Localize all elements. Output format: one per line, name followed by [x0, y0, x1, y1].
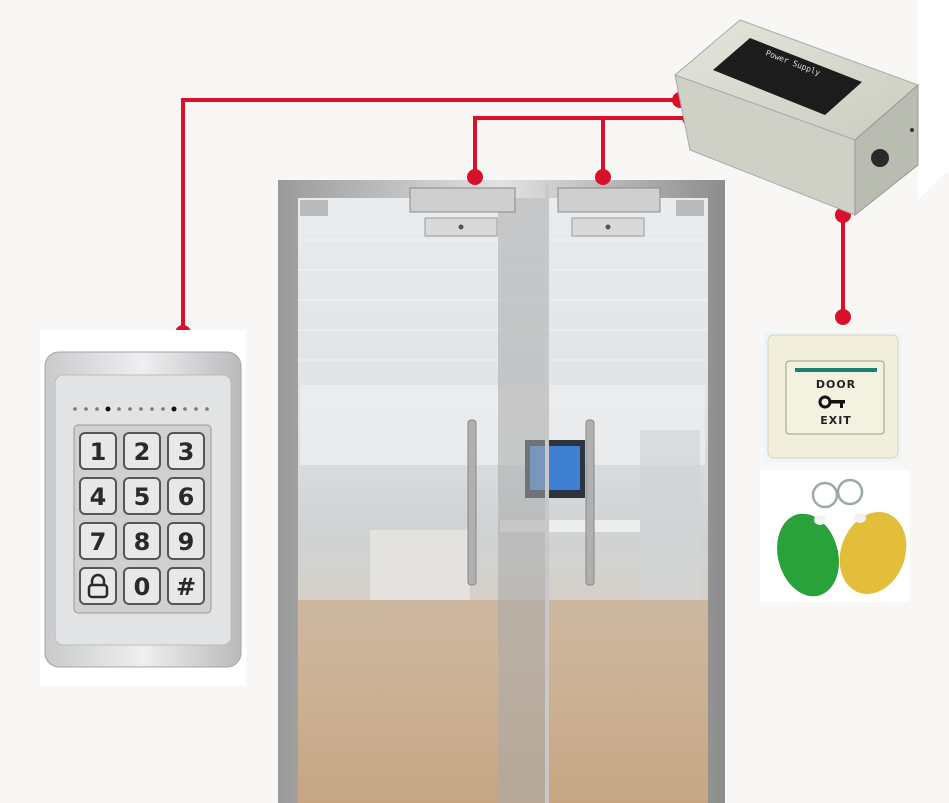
door-handle-right[interactable]	[585, 419, 595, 586]
keypad-key-3[interactable]: 3	[167, 432, 205, 470]
rfid-tag-green	[777, 513, 839, 597]
keypad-key-8[interactable]: 8	[123, 522, 161, 560]
keypad-key-label: 6	[178, 483, 195, 511]
office-chair	[640, 430, 700, 610]
glass-door	[278, 180, 725, 803]
rfid-tags	[760, 470, 910, 602]
speaker-holes	[73, 406, 209, 412]
keypad-key-5[interactable]: 5	[123, 477, 161, 515]
cable-port-icon	[871, 149, 889, 167]
magnetic-lock-right	[557, 187, 661, 237]
hinge-icon	[300, 200, 328, 216]
exit-button-top-label: DOOR	[816, 378, 856, 391]
keypad-key-label: 1	[90, 438, 107, 466]
keypad-key-7[interactable]: 7	[79, 522, 117, 560]
magnetic-lock-left	[409, 187, 516, 237]
keypad-key-1[interactable]: 1	[79, 432, 117, 470]
keypad-key-6[interactable]: 6	[167, 477, 205, 515]
keypad-key-label: 9	[178, 528, 195, 556]
rfid-tag-yellow	[839, 512, 907, 594]
desk	[370, 530, 470, 600]
keypad-key-label: #	[176, 573, 196, 601]
keypad-key-label: 3	[178, 438, 195, 466]
keypad-key-9[interactable]: 9	[167, 522, 205, 560]
door-center-seam	[498, 198, 548, 803]
keypad-key-label: 0	[134, 573, 151, 601]
hinge-icon	[676, 200, 704, 216]
power-supply-box: Power Supply	[674, 0, 949, 217]
keypad-key-label: 4	[90, 483, 107, 511]
keypad-key-0[interactable]: 0	[123, 567, 161, 605]
terminal-dot	[467, 169, 483, 185]
keypad-key-2[interactable]: 2	[123, 432, 161, 470]
keypad-key-label: 2	[134, 438, 151, 466]
terminal-dot	[835, 309, 851, 325]
keypad-key-hash[interactable]: #	[167, 567, 205, 605]
door-handle-left[interactable]	[467, 419, 477, 586]
exit-button-bottom-label: EXIT	[820, 414, 852, 427]
keypad-key-lock[interactable]	[79, 567, 117, 605]
keypad-panel	[73, 424, 212, 614]
key-ring	[811, 481, 839, 509]
lock-icon	[87, 573, 109, 599]
exit-button[interactable]: DOOR EXIT	[785, 360, 885, 435]
key-ring	[836, 478, 864, 506]
exit-button-device: DOOR EXIT	[764, 332, 902, 462]
keypad-key-label: 8	[134, 528, 151, 556]
keypad-key-label: 7	[90, 528, 107, 556]
wire-keypad-power	[181, 98, 680, 333]
key-icon	[818, 395, 845, 409]
terminal-dot	[595, 169, 611, 185]
keypad-key-4[interactable]: 4	[79, 477, 117, 515]
wire-lock-power	[473, 116, 690, 177]
power-supply-label-plate	[713, 38, 862, 115]
keypad-key-label: 5	[134, 483, 151, 511]
wiring	[181, 98, 845, 333]
door-gap	[545, 185, 549, 803]
